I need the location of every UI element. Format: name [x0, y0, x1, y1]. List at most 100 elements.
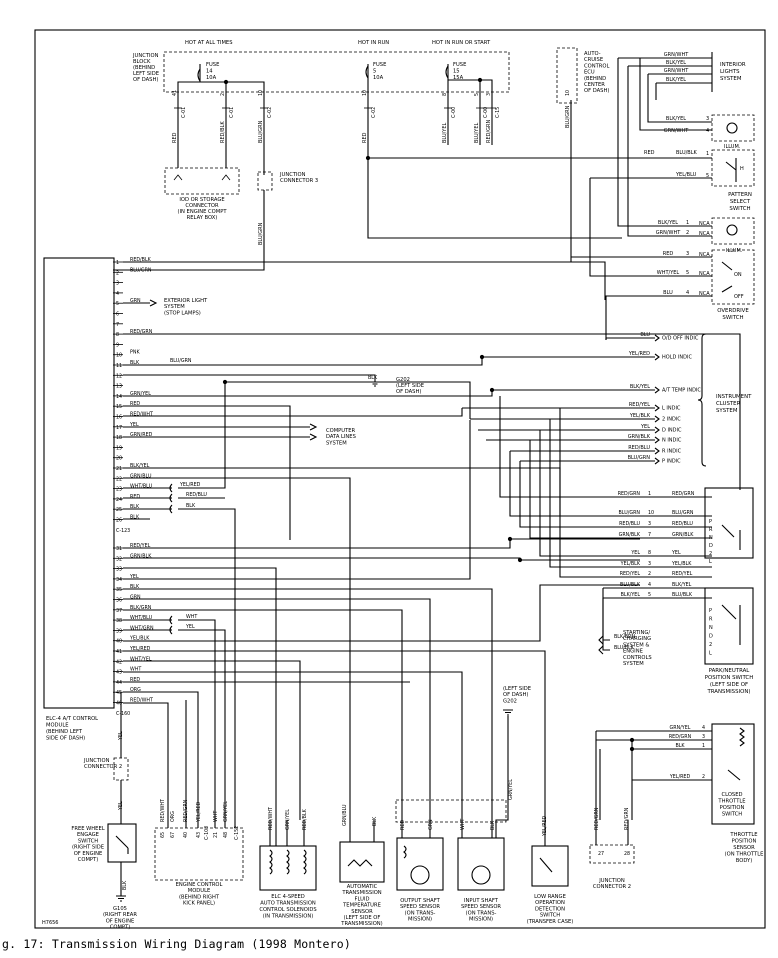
ecu-pin-number: 46 [116, 701, 122, 707]
input-shaft-gear [471, 865, 491, 885]
ecu-wire-22 [123, 477, 351, 810]
ecu-pin-color: BLK [130, 360, 140, 366]
pnp-wire-left: RED/YEL [620, 571, 641, 577]
cluster-wire-label: RED/YEL [629, 402, 650, 408]
pnp-upper-positions: R [709, 527, 713, 533]
ecm-wire-label: ORG [170, 811, 176, 822]
top-wire-color: RED [172, 132, 178, 143]
fuse-symbol [365, 65, 369, 79]
free-wheel-label: ENGAGE [77, 832, 99, 838]
cluster-arrow [654, 386, 660, 394]
pnp-wire-left: BLK/YEL [621, 592, 641, 598]
ecu-wire-31 [123, 538, 640, 549]
splice-symbols-2 [169, 615, 173, 635]
overdrive-pin: 1 [686, 220, 689, 226]
junction-block-label: OF DASH) [133, 77, 158, 83]
illum-pin: 4 [706, 128, 709, 134]
g105-label: (RIGHT REAR [103, 912, 137, 918]
ecu-pin-number: 21 [116, 466, 122, 472]
fuse15-label: FUSE [453, 62, 466, 68]
pnp-pin: 7 [648, 532, 651, 538]
pnp-feed-3 [519, 461, 640, 528]
hot-in-run-label: HOT IN RUN [358, 40, 389, 46]
g202-bottom-ground [503, 709, 513, 716]
fuse14-label: 10A [206, 75, 217, 81]
pattern-wire-label: YEL/BLU [675, 172, 697, 178]
junction-block-label: LEFT SIDE [133, 71, 159, 77]
ecu-wire-16 [123, 408, 463, 417]
pnp-lower-box [704, 587, 754, 665]
ecu-wire-11 [123, 374, 376, 382]
ecu-wire-38b [178, 619, 216, 790]
pnp-pin: 3 [648, 561, 651, 567]
ecu-pin-number: 17 [116, 425, 122, 431]
ecu-pin-number: 10 [116, 353, 122, 359]
top-wire-color: BLU/GRN [258, 120, 264, 143]
ecu-wire-8 [123, 333, 741, 490]
pnp-wire-right: BLU/GRN [672, 510, 694, 516]
overdrive-nca: NCA [699, 252, 710, 258]
comp-data-arrows [309, 423, 318, 441]
tps-symbols [727, 727, 745, 781]
fluid-temp-box [339, 841, 385, 883]
fuse5-down-wire [367, 98, 622, 239]
g105-label: OF ENGINE [106, 918, 135, 924]
starting-wire-label: BLU/BLK [614, 645, 635, 651]
output-shaft-label: (ON TRANS- [405, 910, 436, 916]
overdrive-wht-wire [589, 178, 712, 277]
top-wire-connector: C-00 [451, 107, 457, 118]
ecu-wire-37 [123, 609, 403, 820]
ecm-pin: 43 [196, 832, 202, 838]
pnp-wire-left: YEL/BLK [620, 561, 641, 567]
top-wire-color: BLU/GRN [565, 105, 571, 128]
free-wheel-label: FREE WHEEL [71, 826, 104, 832]
g105-label: COMPT) [110, 925, 131, 931]
cluster-indicator-label: D INDIC [662, 428, 682, 434]
ecu-module-label: SIDE OF DASH) [46, 736, 85, 742]
ecu-pin-color: RED/BLK [130, 257, 152, 263]
fluid-wire-label: GRN/BLU [342, 804, 348, 826]
g202-wire-label: GRN/YEL [508, 779, 514, 800]
starting-label: SYSTEM & [623, 642, 649, 648]
ecm-wire-label: RED/GRN [183, 799, 189, 822]
low-range-label: SWITCH [540, 913, 560, 919]
ecu-pin-color: YEL/BLK [129, 636, 150, 642]
tps-label: POSITION [732, 839, 757, 845]
input-shaft-box [457, 837, 505, 891]
shaft-wire-label: GRN [428, 819, 434, 830]
ecu-pin-color: ORG [130, 687, 141, 693]
top-wire-connector: C-01 [229, 107, 235, 118]
overdrive-nca: NCA [699, 271, 710, 277]
solenoid-box [259, 845, 317, 891]
illum-label: ILLUM. [724, 144, 741, 150]
computer-data-label: DATA LINES [326, 434, 356, 440]
top-wire-color: BLU/YEL [442, 122, 448, 143]
fuse5-label: 10A [373, 75, 384, 81]
cluster-indicator-label: P INDIC [662, 459, 681, 465]
overdrive-pin: 2 [686, 230, 689, 236]
wires-layer [113, 57, 741, 896]
fluid-temp-label: FLUID [355, 896, 370, 902]
ecu-wire-36 [123, 598, 431, 820]
top-wire-pin: 10 [362, 90, 368, 96]
ecm-connector: C-152 [234, 826, 240, 840]
free-wheel-box [107, 823, 137, 863]
ecu-pin-number: 32 [116, 556, 122, 562]
overdrive-blu-wire [605, 295, 712, 340]
jc2-wire-label: YEL [118, 731, 124, 741]
pattern-switch-label: SWITCH [729, 206, 750, 212]
cluster-arrow [654, 334, 660, 342]
ecu-pin-color: BLU/GRN [130, 267, 152, 273]
ecu-pin-color: GRN [130, 595, 141, 601]
splice-label: YEL/RED [179, 482, 201, 488]
pattern-wire-label: BLU/BLK [676, 150, 698, 156]
solenoid-coil [269, 849, 273, 875]
input-shaft-label: (ON TRANS- [466, 910, 497, 916]
jc2-pin: 28 [624, 851, 630, 857]
pnp-feed-7 [559, 408, 640, 578]
pnp-wire-right: RED/YEL [672, 571, 693, 577]
ecu-module-label: MODULE [46, 723, 69, 729]
cluster-indicator-label: A/T TEMP INDIC [662, 388, 701, 394]
ecu-pin-color: RED [130, 677, 140, 683]
top-wire-connector: C-02 [371, 107, 377, 118]
